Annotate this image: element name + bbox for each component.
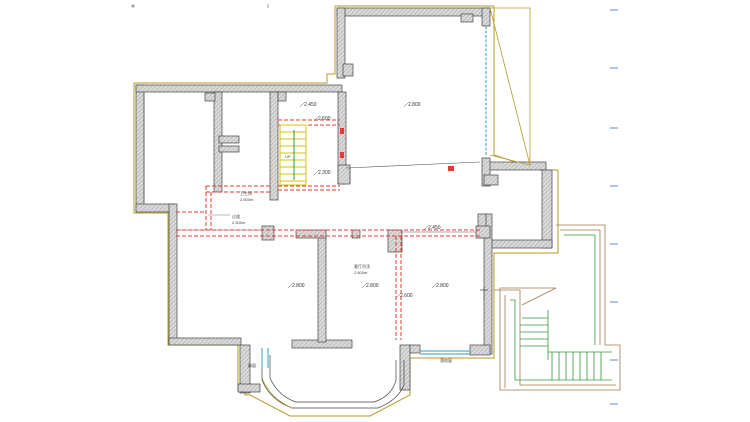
room-lines [143, 92, 481, 233]
stair-note: UP [285, 154, 291, 159]
living-note-sub: 2.600m [354, 270, 368, 275]
bay-note: 飘窗 [248, 362, 256, 368]
window-lines [261, 26, 487, 368]
red-markers [340, 128, 454, 171]
corridor-note-sub: 2.500m [240, 197, 254, 202]
terrace-stairs [480, 224, 621, 391]
corridor-note: 卫生间 [240, 190, 252, 196]
elevation-labels: 2.800 2.450 2.600 2.300 2.450 2.800 2.80… [287, 102, 449, 299]
bay-window-walls [261, 355, 405, 409]
outer-outline [133, 5, 559, 417]
ceiling-dash-lines [176, 119, 482, 340]
elevation-label: 2.800 [436, 283, 449, 289]
elevation-label: 2.800 [292, 283, 305, 289]
elevation-label: 2.450 [304, 102, 317, 108]
window-note: 落地窗 [440, 357, 452, 363]
hall-note-sub: 2.500m [232, 220, 246, 225]
roof-cone [489, 7, 531, 166]
elevation-label: 2.800 [408, 102, 421, 108]
room-notes: UP 卫生间 2.500m 过道 2.500m 客厅吊顶 2.600m 落地窗 … [208, 154, 452, 368]
staircase [279, 124, 307, 186]
living-note: 客厅吊顶 [354, 263, 370, 269]
elevation-label: 2.800 [366, 283, 379, 289]
elevation-label: 2.600 [318, 116, 331, 122]
elevation-label: 2.600 [400, 293, 413, 299]
elevation-label: 2.450 [428, 225, 441, 231]
hall-note: 过道 [232, 213, 240, 219]
margin-ticks [610, 9, 618, 405]
walls [135, 7, 553, 394]
corner-ticks [131, 4, 269, 8]
elevation-label: 2.300 [318, 170, 331, 176]
